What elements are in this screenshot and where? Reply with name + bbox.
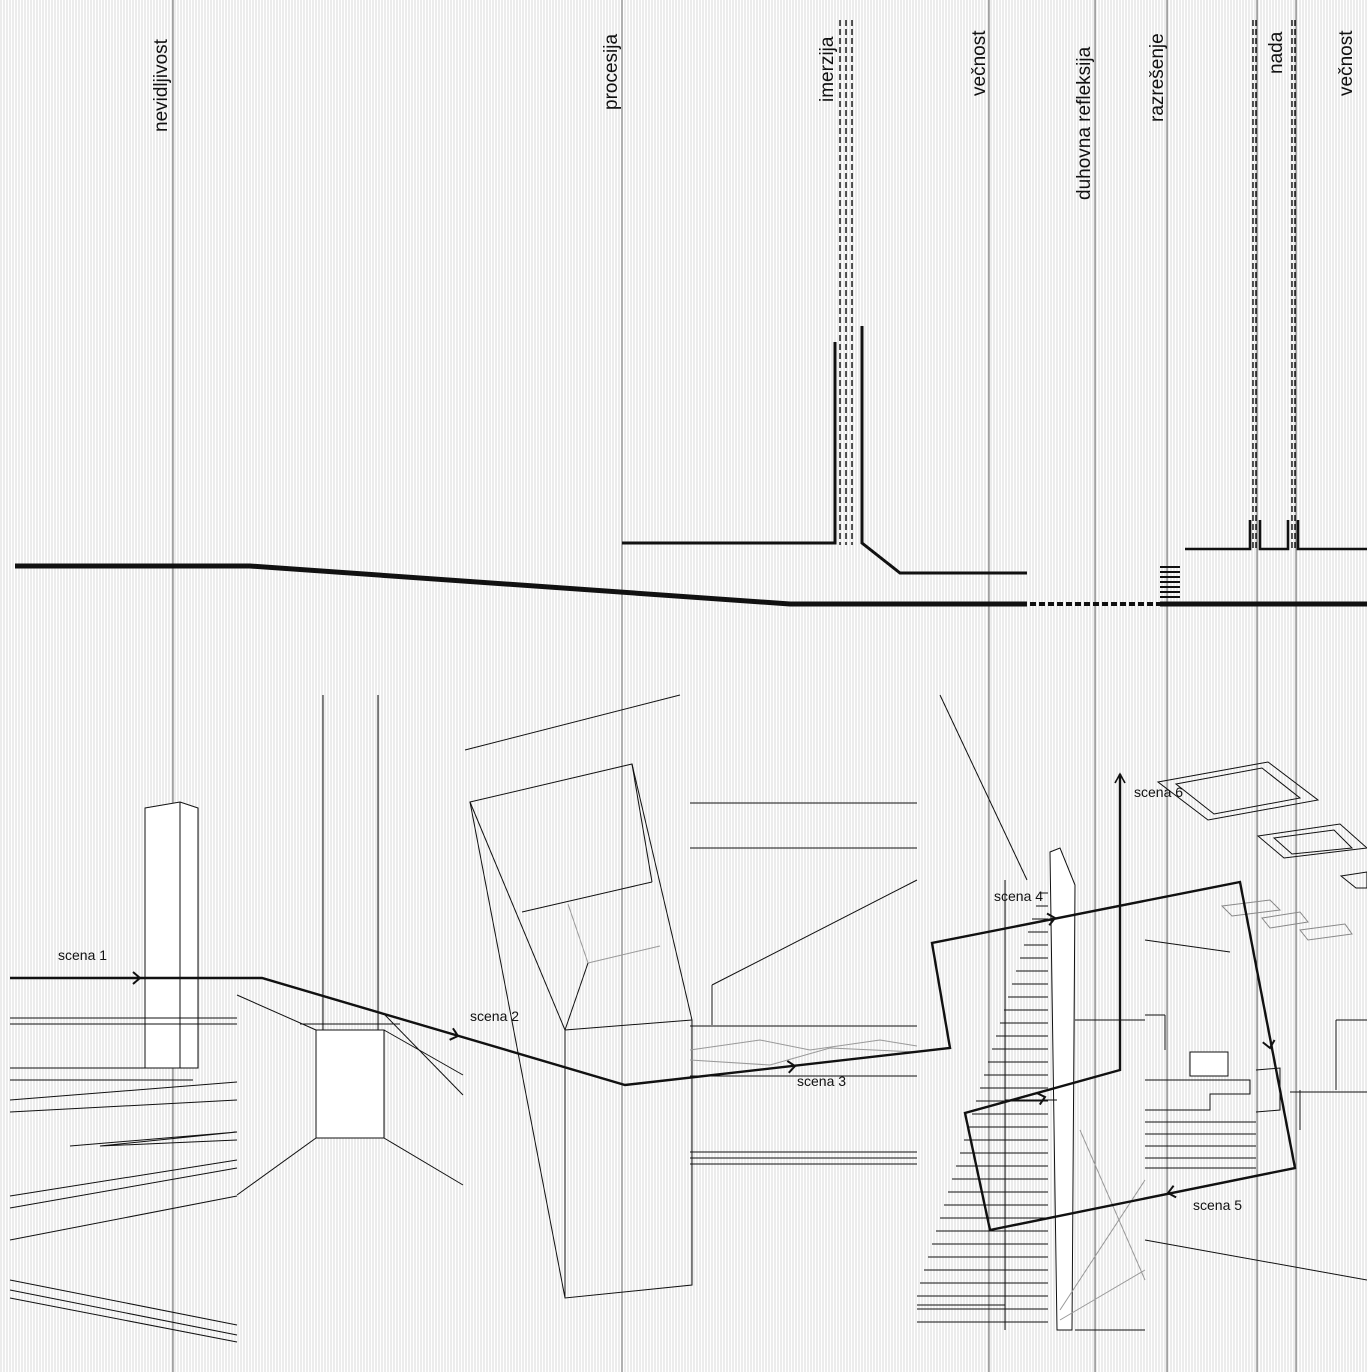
journey-path: [10, 772, 1297, 1232]
perspective-scene-3: [689, 694, 1028, 1165]
perspective-scene-2: [236, 695, 464, 1196]
concept-label-vecnost-2: večnost: [1336, 30, 1357, 96]
journey-arrowhead: [1046, 912, 1057, 926]
perspective-scene-2-box: [464, 694, 693, 1299]
journey-arrowhead: [132, 971, 142, 985]
stair-treads: [917, 892, 1048, 1323]
perspective-scene-5-6: [1144, 761, 1367, 1281]
concept-label-razresenje: razrešenje: [1147, 33, 1168, 122]
scene-labels: scena 1 scena 2 scena 3 scena 4 scena 5 …: [58, 784, 1242, 1213]
journey-arrowhead: [786, 1060, 797, 1074]
concept-label-procesija: procesija: [601, 34, 622, 110]
journey-arrowhead: [1166, 1185, 1177, 1199]
immersion-dashed-lines: [839, 20, 1296, 550]
concept-label-nevidljivost: nevidljivost: [151, 38, 172, 132]
section-profile: [15, 326, 1367, 607]
concept-label-duhovna-refleksija: duhovna refleksija: [1074, 46, 1095, 200]
concept-label-imerzija: imerzija: [817, 36, 838, 102]
scene-label-2: scena 2: [470, 1008, 519, 1024]
journey-arrowhead: [1262, 1039, 1276, 1050]
section-dividers: [172, 0, 1297, 1372]
concept-label-nada: nada: [1266, 31, 1287, 74]
perspective-scene-1: [9, 801, 238, 1343]
scene-label-1: scena 1: [58, 947, 107, 963]
journey-arrowhead: [1036, 1092, 1047, 1106]
section-stair-marker: [1160, 566, 1180, 598]
scene-label-4: scena 4: [994, 888, 1043, 904]
scene-label-3: scena 3: [797, 1073, 846, 1089]
journey-direction-arrows: [132, 912, 1276, 1199]
journey-arrowhead: [449, 1027, 460, 1041]
scene-label-5: scena 5: [1193, 1197, 1242, 1213]
concept-label-vecnost: večnost: [969, 30, 990, 96]
concept-labels: nevidljivost procesija imerzija večnost …: [151, 30, 1357, 200]
scene-label-6: scena 6: [1134, 784, 1183, 800]
